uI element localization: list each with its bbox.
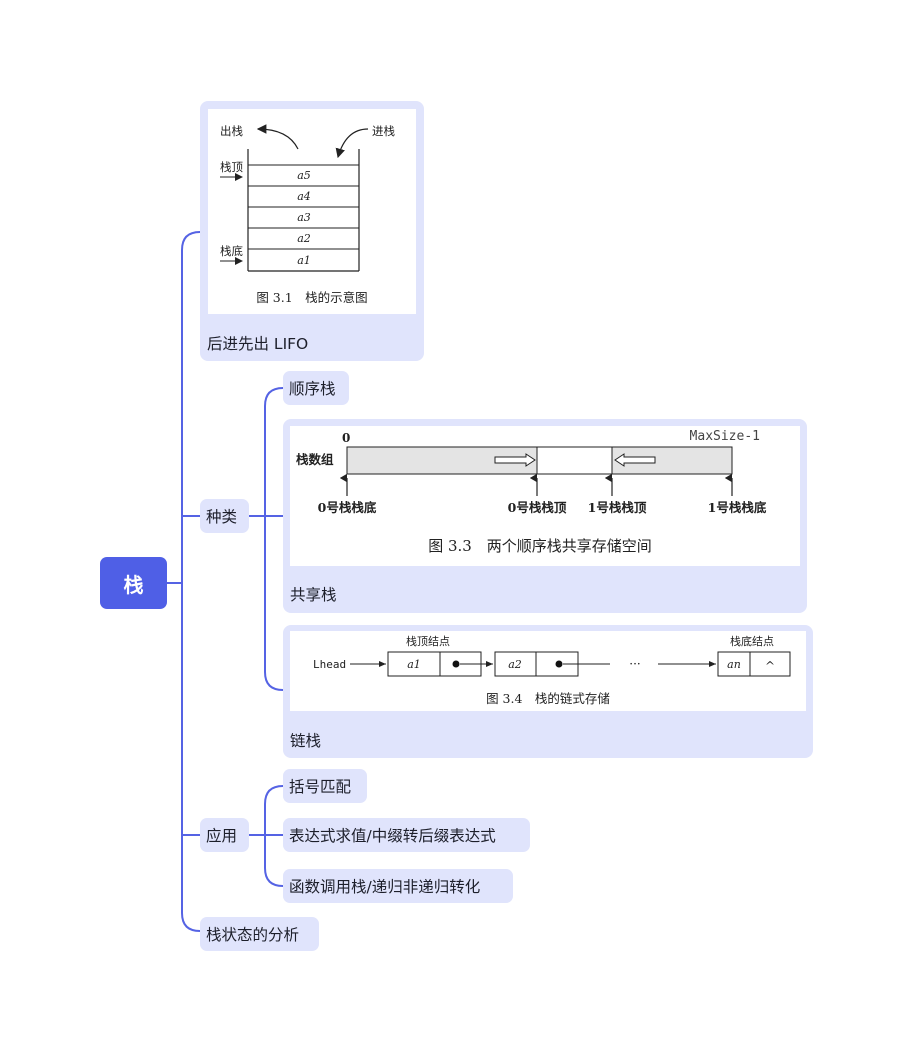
top1-label: 1号栈栈顶 [588, 500, 647, 515]
null-pointer: ^ [765, 659, 775, 673]
node-value: a2 [508, 658, 522, 671]
push-label: 进栈 [372, 124, 395, 138]
shared-stack-node[interactable]: 0 MaxSize-1 栈数组 0号栈栈底 0号栈栈顶 1号栈栈顶 1号栈栈底 … [283, 419, 807, 613]
root-node[interactable]: 栈 [100, 557, 167, 609]
applications-label: 应用 [206, 827, 238, 845]
connector-root-trunk [181, 231, 201, 932]
application-item[interactable]: 函数调用栈/递归非递归转化 [283, 869, 513, 903]
pop-label: 出栈 [220, 124, 243, 138]
top-node-label: 栈顶结点 [406, 634, 450, 648]
head-label: Lhead [313, 658, 346, 671]
cell-label: a1 [297, 254, 311, 267]
applications-node[interactable]: 应用 [200, 818, 249, 852]
types-label: 种类 [206, 508, 238, 526]
linked-stack-node[interactable]: 栈顶结点 栈底结点 Lhead a1 a2 ··· an ^ 图 3.4 栈的链… [283, 625, 813, 758]
push-right-arrow [494, 453, 536, 467]
sequential-stack-label: 顺序栈 [289, 380, 336, 398]
ellipsis: ··· [629, 657, 640, 671]
analysis-node[interactable]: 栈状态的分析 [200, 917, 319, 951]
lifo-node[interactable]: 出栈 进栈 栈顶 栈底 a5 a4 a3 a2 a1 图 3.1 栈的示意图 后… [200, 101, 424, 361]
linked-stack-figure: 栈顶结点 栈底结点 Lhead a1 a2 ··· an ^ 图 3.4 栈的链… [290, 631, 806, 711]
bottom-label: 栈底 [220, 244, 243, 258]
figure-caption: 图 3.1 栈的示意图 [256, 290, 367, 305]
cell-label: a2 [297, 232, 311, 245]
shared-stack-diagram: 0 MaxSize-1 栈数组 0号栈栈底 0号栈栈顶 1号栈栈顶 1号栈栈底 … [296, 429, 767, 555]
bottom1-label: 1号栈栈底 [708, 500, 767, 515]
linked-stack-diagram: 栈顶结点 栈底结点 Lhead a1 a2 ··· an ^ 图 3.4 栈的链… [313, 634, 791, 706]
push-arrow [335, 128, 369, 159]
figure-caption: 图 3.3 两个顺序栈共享存储空间 [428, 537, 652, 555]
lifo-caption: 后进先出 LIFO [207, 335, 309, 353]
application-item-label: 表达式求值/中缀转后缀表达式 [289, 827, 496, 845]
bottom0-label: 0号栈栈底 [318, 500, 377, 515]
sequential-stack-node[interactable]: 顺序栈 [283, 371, 349, 405]
top0-label: 0号栈栈顶 [508, 500, 567, 515]
stack-diagram: 出栈 进栈 栈顶 栈底 a5 a4 a3 a2 a1 图 3.1 栈的示意图 [220, 124, 395, 305]
push-left-arrow [614, 453, 656, 467]
index-zero: 0 [342, 431, 350, 445]
pop-arrow [256, 124, 299, 150]
maxsize-label: MaxSize-1 [690, 429, 760, 444]
linked-stack-caption: 链栈 [290, 732, 322, 750]
node-value: an [727, 658, 741, 671]
application-item-label: 括号匹配 [289, 778, 352, 796]
array-label: 栈数组 [296, 452, 334, 467]
connector-types-branch [264, 387, 284, 691]
node-value: a1 [407, 658, 421, 671]
types-node[interactable]: 种类 [200, 499, 249, 533]
stack-figure: 出栈 进栈 栈顶 栈底 a5 a4 a3 a2 a1 图 3.1 栈的示意图 [208, 109, 416, 314]
cell-label: a3 [297, 211, 311, 224]
cell-label: a4 [297, 190, 311, 203]
figure-caption: 图 3.4 栈的链式存储 [486, 691, 610, 706]
bottom-node-label: 栈底结点 [730, 634, 774, 648]
shared-stack-caption: 共享栈 [290, 586, 337, 604]
cell-label: a5 [297, 169, 311, 182]
top-label: 栈顶 [220, 160, 243, 174]
root-label: 栈 [123, 572, 144, 597]
analysis-label: 栈状态的分析 [206, 926, 300, 944]
application-item[interactable]: 表达式求值/中缀转后缀表达式 [283, 818, 530, 852]
application-item-label: 函数调用栈/递归非递归转化 [289, 878, 481, 896]
shared-stack-figure: 0 MaxSize-1 栈数组 0号栈栈底 0号栈栈顶 1号栈栈顶 1号栈栈底 … [290, 426, 800, 566]
application-item[interactable]: 括号匹配 [283, 769, 367, 803]
